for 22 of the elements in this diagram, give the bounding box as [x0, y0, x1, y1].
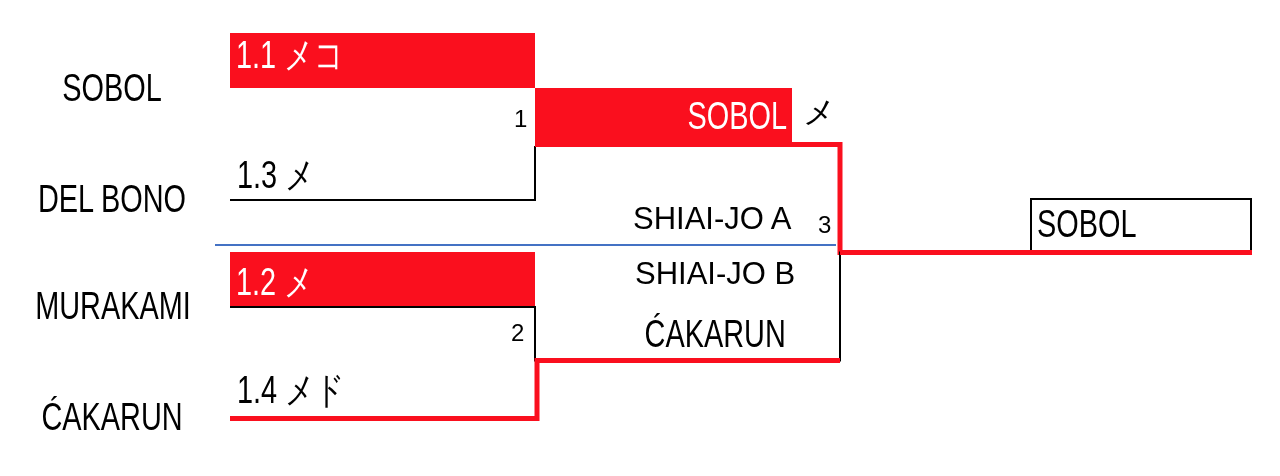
match-slot: 1.1 メコ: [230, 33, 535, 88]
match-slot: 1.2 メ: [230, 252, 535, 308]
winner-box: SOBOL: [1030, 198, 1252, 250]
match-number: 3: [818, 212, 832, 237]
player-name: ĆAKARUN: [41, 398, 183, 437]
match-slot: 1.3 メ: [230, 149, 535, 201]
connector-line: [534, 306, 538, 362]
connector-line: [534, 146, 536, 201]
final-slot: [840, 198, 1252, 255]
score-mark: メ: [803, 95, 836, 128]
match-slot: SOBOL: [535, 88, 792, 147]
connector-line: [534, 358, 540, 421]
player-name: DEL BONO: [37, 180, 187, 219]
player-name: SOBOL: [62, 69, 162, 108]
match-slot: 1.4 メド: [230, 364, 537, 421]
area-label: SHIAI-JO B: [635, 257, 796, 289]
match-number: 2: [511, 320, 525, 345]
player-name: MURAKAMI: [35, 287, 191, 326]
connector-line: [839, 251, 841, 362]
match-number: 1: [514, 106, 528, 131]
match-slot: ĆAKARUN: [537, 305, 840, 363]
area-label: SHIAI-JO A: [633, 202, 792, 234]
